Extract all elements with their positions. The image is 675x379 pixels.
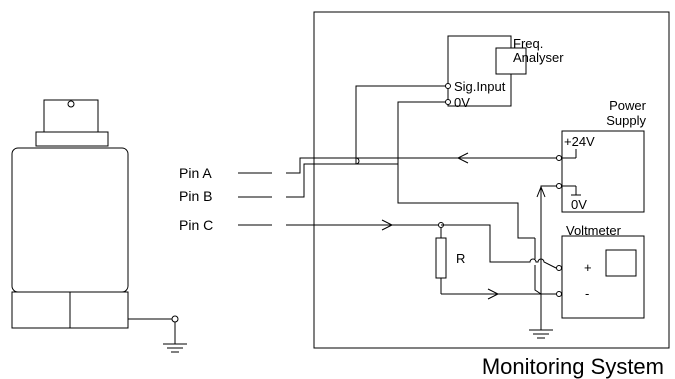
freq-zero-v-terminal xyxy=(445,99,451,105)
connector-collar xyxy=(35,131,109,147)
voltmeter-box xyxy=(561,235,645,319)
ground-icon xyxy=(163,343,187,353)
power-supply-box xyxy=(561,130,645,213)
freq-zero-v-label: 0V xyxy=(454,95,470,110)
power-supply-title-2: Supply xyxy=(606,113,646,128)
power-zero-return xyxy=(540,185,557,318)
sig-input-label: Sig.Input xyxy=(454,79,506,94)
voltmeter-minus-terminal xyxy=(556,291,562,297)
plus-24v-label: +24V xyxy=(564,134,595,149)
voltmeter-plus-wire xyxy=(441,224,557,269)
power-zero-v-terminal xyxy=(556,183,562,189)
power-zero-v-label: 0V xyxy=(571,197,587,212)
freq-analyser-title-1: Freq. xyxy=(513,36,543,51)
monitoring-system-title: Monitoring System xyxy=(482,354,664,379)
resistor xyxy=(435,237,447,279)
case-ground-terminal xyxy=(171,315,179,323)
voltmeter-minus-label: - xyxy=(585,286,589,301)
wiring: R xyxy=(286,85,557,318)
freq-analyser-title-2: Analyser xyxy=(513,50,564,65)
pin-b-wire xyxy=(286,101,446,198)
return-arrow xyxy=(536,185,546,198)
pin-a-label: Pin A xyxy=(179,165,212,181)
pin-c-arrow xyxy=(381,219,394,231)
sig-input-terminal xyxy=(445,83,451,89)
monitoring-system-box xyxy=(313,11,670,349)
voltmeter-plus-terminal xyxy=(556,265,562,271)
pin-b-label: Pin B xyxy=(179,188,212,204)
minus-arrow xyxy=(487,288,500,300)
resistor-label: R xyxy=(456,251,465,266)
sensor-body xyxy=(11,147,129,293)
crossover-wire xyxy=(534,238,542,295)
connector-hole xyxy=(67,100,75,108)
voltmeter-display xyxy=(605,249,637,277)
supply-arrow xyxy=(456,152,469,164)
voltmeter-plus-label: + xyxy=(584,260,592,275)
sensor xyxy=(11,99,187,353)
power-supply-title-1: Power xyxy=(609,98,647,113)
voltmeter-title: Voltmeter xyxy=(566,223,622,238)
zero-v-bus xyxy=(397,164,535,239)
plus-24v-terminal xyxy=(556,155,562,161)
pin-c-label: Pin C xyxy=(179,217,213,233)
freq-analyser-display xyxy=(495,47,527,75)
pin-a-wire xyxy=(286,85,446,174)
system-ground-icon xyxy=(529,318,553,339)
